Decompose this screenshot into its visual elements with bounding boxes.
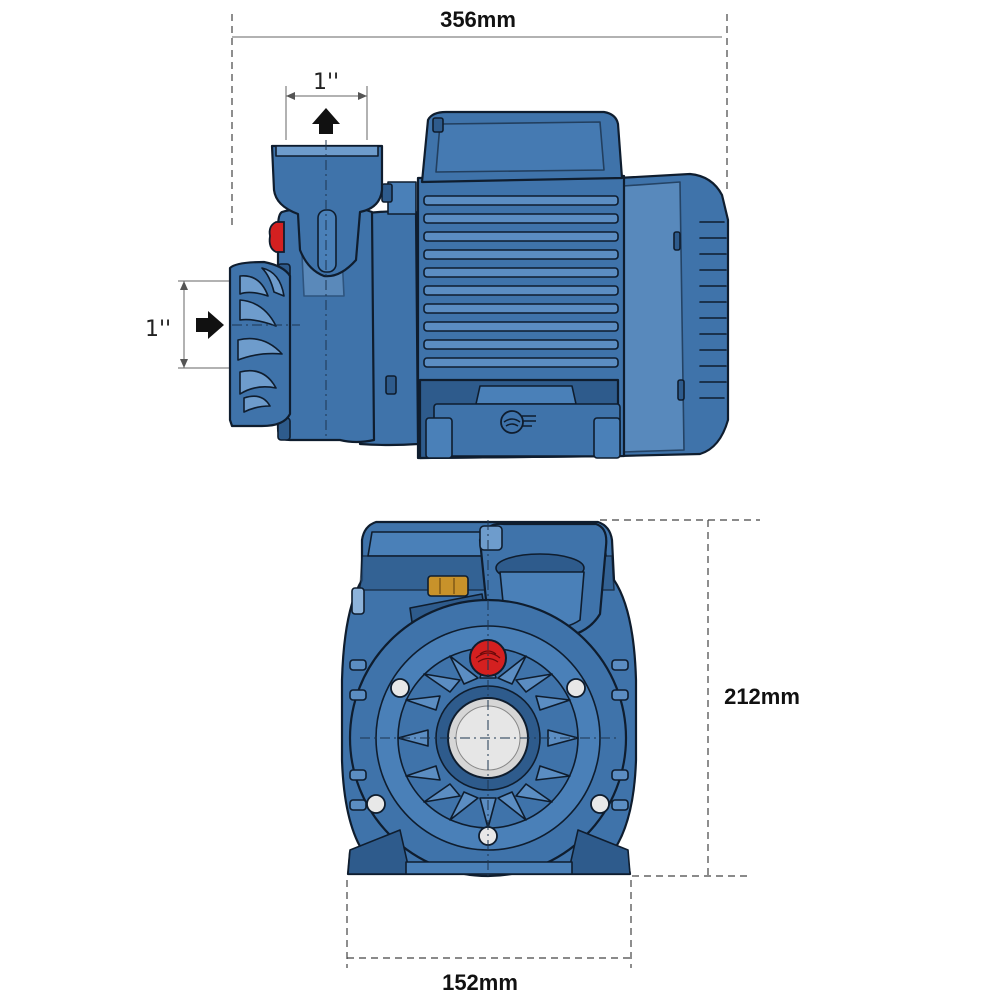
- front-base: [347, 829, 631, 875]
- height-label: 212mm: [724, 684, 800, 709]
- brand-logo-icon: [500, 410, 536, 434]
- width-dimension: 152mm: [346, 880, 632, 995]
- outlet-dimension: 1'': [285, 70, 368, 140]
- inlet-port: [228, 260, 300, 428]
- pump-side-view: [196, 108, 730, 460]
- inlet-flow-arrow-icon: [196, 311, 224, 339]
- inlet-dimension: 1'': [145, 280, 232, 369]
- brass-terminal: [427, 575, 469, 597]
- outlet-port: [270, 140, 384, 440]
- pump-front-view: [340, 520, 638, 880]
- inlet-size-label: 1'': [145, 317, 171, 342]
- outlet-size-label: 1'': [313, 70, 339, 95]
- width-label: 152mm: [442, 970, 518, 995]
- motor-rear-cover: [616, 172, 730, 458]
- drain-plug-icon: [268, 221, 285, 253]
- length-dimension: 356mm: [231, 7, 728, 230]
- outlet-flow-arrow-icon: [312, 108, 340, 134]
- height-dimension: 212mm: [600, 519, 800, 877]
- motor-body: [381, 110, 626, 460]
- length-label: 356mm: [440, 7, 516, 32]
